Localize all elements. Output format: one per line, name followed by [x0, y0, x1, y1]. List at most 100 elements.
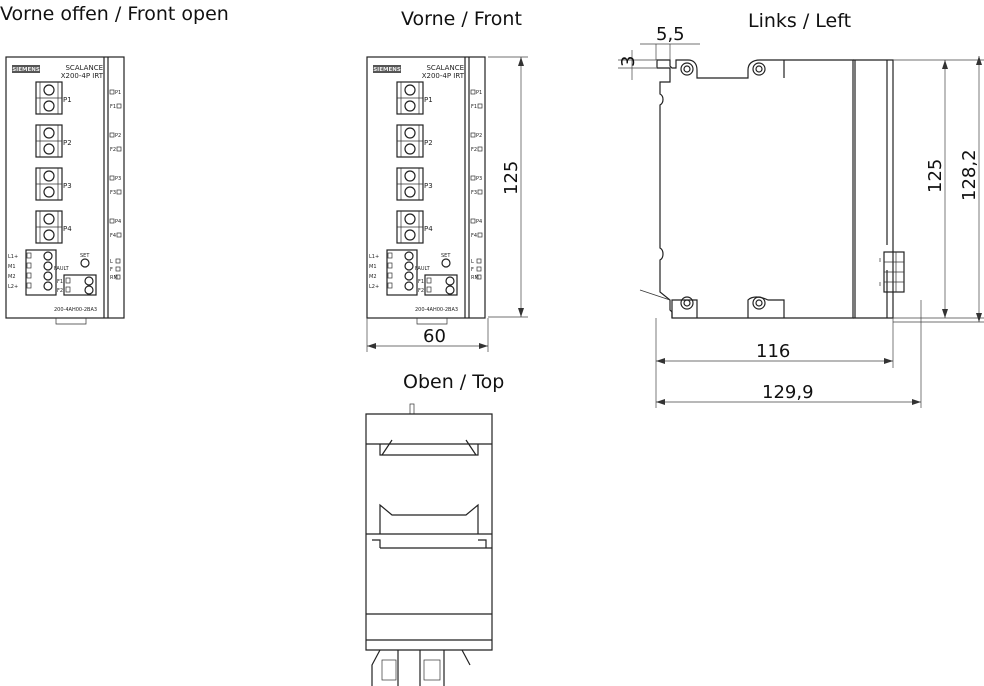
terminal-screw — [404, 281, 414, 291]
power-terminal — [25, 249, 57, 296]
device-left-view — [639, 59, 905, 319]
led-strip-divider — [464, 57, 470, 318]
part-number: 200-4AH00-2BA3 — [415, 307, 458, 313]
terminal-label: M1 — [8, 264, 16, 270]
port-frame — [36, 82, 62, 114]
port-socket — [43, 186, 55, 198]
port-socket — [404, 170, 416, 182]
status-led-label: F — [471, 267, 474, 273]
port-led — [470, 218, 476, 224]
terminal-slot — [387, 262, 393, 269]
port-frame — [397, 168, 423, 200]
fault-led — [116, 103, 122, 109]
port-frame — [397, 82, 423, 114]
terminal-screw — [43, 261, 53, 271]
view-title-front-open: Vorne offen / Front open — [0, 3, 229, 25]
port-frame — [36, 125, 62, 157]
fault-led — [116, 189, 122, 195]
status-led-label: L — [471, 259, 474, 265]
status-led-label: RM — [110, 275, 118, 281]
terminal-screw — [43, 281, 53, 291]
terminal-screw — [84, 285, 94, 295]
port-socket — [43, 127, 55, 139]
port-led-label: P1 — [476, 90, 482, 96]
fault-led-label: F4 — [471, 233, 477, 239]
signal-label: F1 — [418, 279, 424, 285]
terminal-slot — [65, 277, 71, 284]
bottom-tab — [416, 318, 448, 325]
port-socket — [404, 186, 416, 198]
port-label: P2 — [63, 139, 72, 147]
port-led-label: P4 — [476, 219, 482, 225]
port-socket — [404, 213, 416, 225]
terminal-screw — [404, 261, 414, 271]
led-strip-divider — [103, 57, 109, 318]
status-led — [115, 274, 121, 280]
status-led — [476, 274, 482, 280]
port-led — [109, 89, 115, 95]
terminal-screw — [84, 276, 94, 286]
terminal-slot — [26, 252, 32, 259]
port-led — [470, 89, 476, 95]
fault-led-label: F2 — [110, 147, 116, 153]
port-led — [470, 175, 476, 181]
port-frame — [397, 211, 423, 243]
port-led-label: P2 — [115, 133, 121, 139]
dimension-total-depth: 129,9 — [762, 382, 814, 403]
port-led — [109, 175, 115, 181]
port-led — [109, 218, 115, 224]
port-socket — [404, 100, 416, 112]
part-number: 200-4AH00-2BA3 — [54, 307, 97, 313]
terminal-label: L2+ — [8, 284, 18, 290]
port-led-label: P3 — [115, 176, 121, 182]
terminal-screw — [404, 271, 414, 281]
dimension-height-front: 125 — [501, 161, 522, 195]
fault-led — [477, 232, 483, 238]
port-socket — [404, 143, 416, 155]
signal-label: F2 — [57, 288, 63, 294]
bottom-tab — [55, 318, 87, 325]
fault-led-label: F4 — [110, 233, 116, 239]
signal-terminal — [63, 274, 97, 296]
device-housing — [5, 56, 125, 319]
terminal-screw — [445, 285, 455, 295]
terminal-slot — [26, 272, 32, 279]
model-name: X200-4P IRT — [61, 72, 104, 80]
status-led — [476, 266, 482, 272]
power-terminal — [386, 249, 418, 296]
terminal-slot — [426, 277, 432, 284]
port-label: P1 — [63, 96, 72, 104]
fault-led — [477, 189, 483, 195]
terminal-screw — [43, 271, 53, 281]
terminal-label: L2+ — [369, 284, 379, 290]
fault-led-label: F2 — [471, 147, 477, 153]
port-socket — [404, 229, 416, 241]
terminal-screw — [43, 251, 53, 261]
port-socket — [43, 84, 55, 96]
status-led — [476, 258, 482, 264]
set-label: SET — [80, 253, 90, 259]
fault-label: FAULT — [415, 266, 431, 272]
port-socket — [43, 213, 55, 225]
port-label: P3 — [63, 182, 72, 190]
port-led-label: P4 — [115, 219, 121, 225]
brand-name: SIEMENS — [373, 67, 401, 73]
port-led-label: P2 — [476, 133, 482, 139]
dimension-rail-y: 3 — [618, 56, 639, 67]
port-socket — [404, 84, 416, 96]
set-button — [80, 258, 90, 268]
terminal-slot — [426, 286, 432, 293]
set-button — [441, 258, 451, 268]
view-title-left: Links / Left — [748, 10, 851, 32]
port-label: P4 — [63, 225, 72, 233]
set-label: SET — [441, 253, 451, 259]
terminal-label: M2 — [369, 274, 377, 280]
terminal-slot — [387, 282, 393, 289]
fault-led-label: F1 — [471, 104, 477, 110]
port-socket — [43, 229, 55, 241]
left-dimensions: 125 128,2 116 129,9 5,5 3 — [618, 24, 984, 408]
port-socket — [43, 100, 55, 112]
port-led-label: P3 — [476, 176, 482, 182]
